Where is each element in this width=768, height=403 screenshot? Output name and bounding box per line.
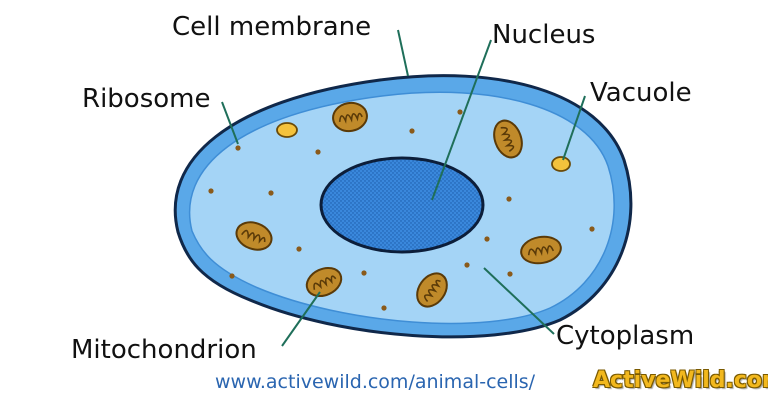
ribosome bbox=[506, 196, 512, 202]
mitochondrion bbox=[235, 221, 273, 251]
brand-logo: ActiveWild.com bbox=[593, 368, 768, 393]
mitochondrion bbox=[493, 119, 523, 159]
label-vacuole: Vacuole bbox=[590, 78, 692, 108]
ribosome bbox=[457, 109, 463, 115]
ribosome bbox=[507, 271, 513, 277]
ribosome bbox=[268, 190, 274, 196]
label-cell-membrane: Cell membrane bbox=[172, 12, 372, 42]
ribosome bbox=[315, 149, 321, 155]
ribosome bbox=[381, 305, 387, 311]
vacuole bbox=[551, 156, 571, 172]
ribosome bbox=[464, 262, 470, 268]
ribosome bbox=[235, 145, 241, 151]
label-cytoplasm: Cytoplasm bbox=[556, 321, 695, 351]
label-ribosome: Ribosome bbox=[82, 84, 211, 114]
ribosome bbox=[296, 246, 302, 252]
label-mitochondrion: Mitochondrion bbox=[71, 335, 257, 365]
ribosome bbox=[361, 270, 367, 276]
leader-line-vacuole bbox=[562, 95, 586, 161]
leader-line-ribosome bbox=[221, 101, 239, 145]
ribosome bbox=[409, 128, 415, 134]
ribosome bbox=[589, 226, 595, 232]
leader-line-mitochondrion bbox=[281, 291, 321, 347]
mitochondrion bbox=[520, 235, 562, 265]
mitochondrion bbox=[305, 266, 343, 298]
leader-line-cell-membrane bbox=[397, 29, 409, 77]
source-url: www.activewild.com/animal-cells/ bbox=[215, 371, 536, 393]
ribosome bbox=[208, 188, 214, 194]
label-nucleus: Nucleus bbox=[492, 20, 596, 50]
ribosome bbox=[229, 273, 235, 279]
mitochondrion bbox=[332, 101, 368, 133]
vacuole bbox=[276, 122, 298, 138]
ribosome bbox=[484, 236, 490, 242]
mitochondrion bbox=[416, 272, 448, 308]
leader-line-nucleus bbox=[431, 39, 492, 201]
leader-line-cytoplasm bbox=[483, 267, 555, 335]
nucleus bbox=[319, 156, 485, 254]
